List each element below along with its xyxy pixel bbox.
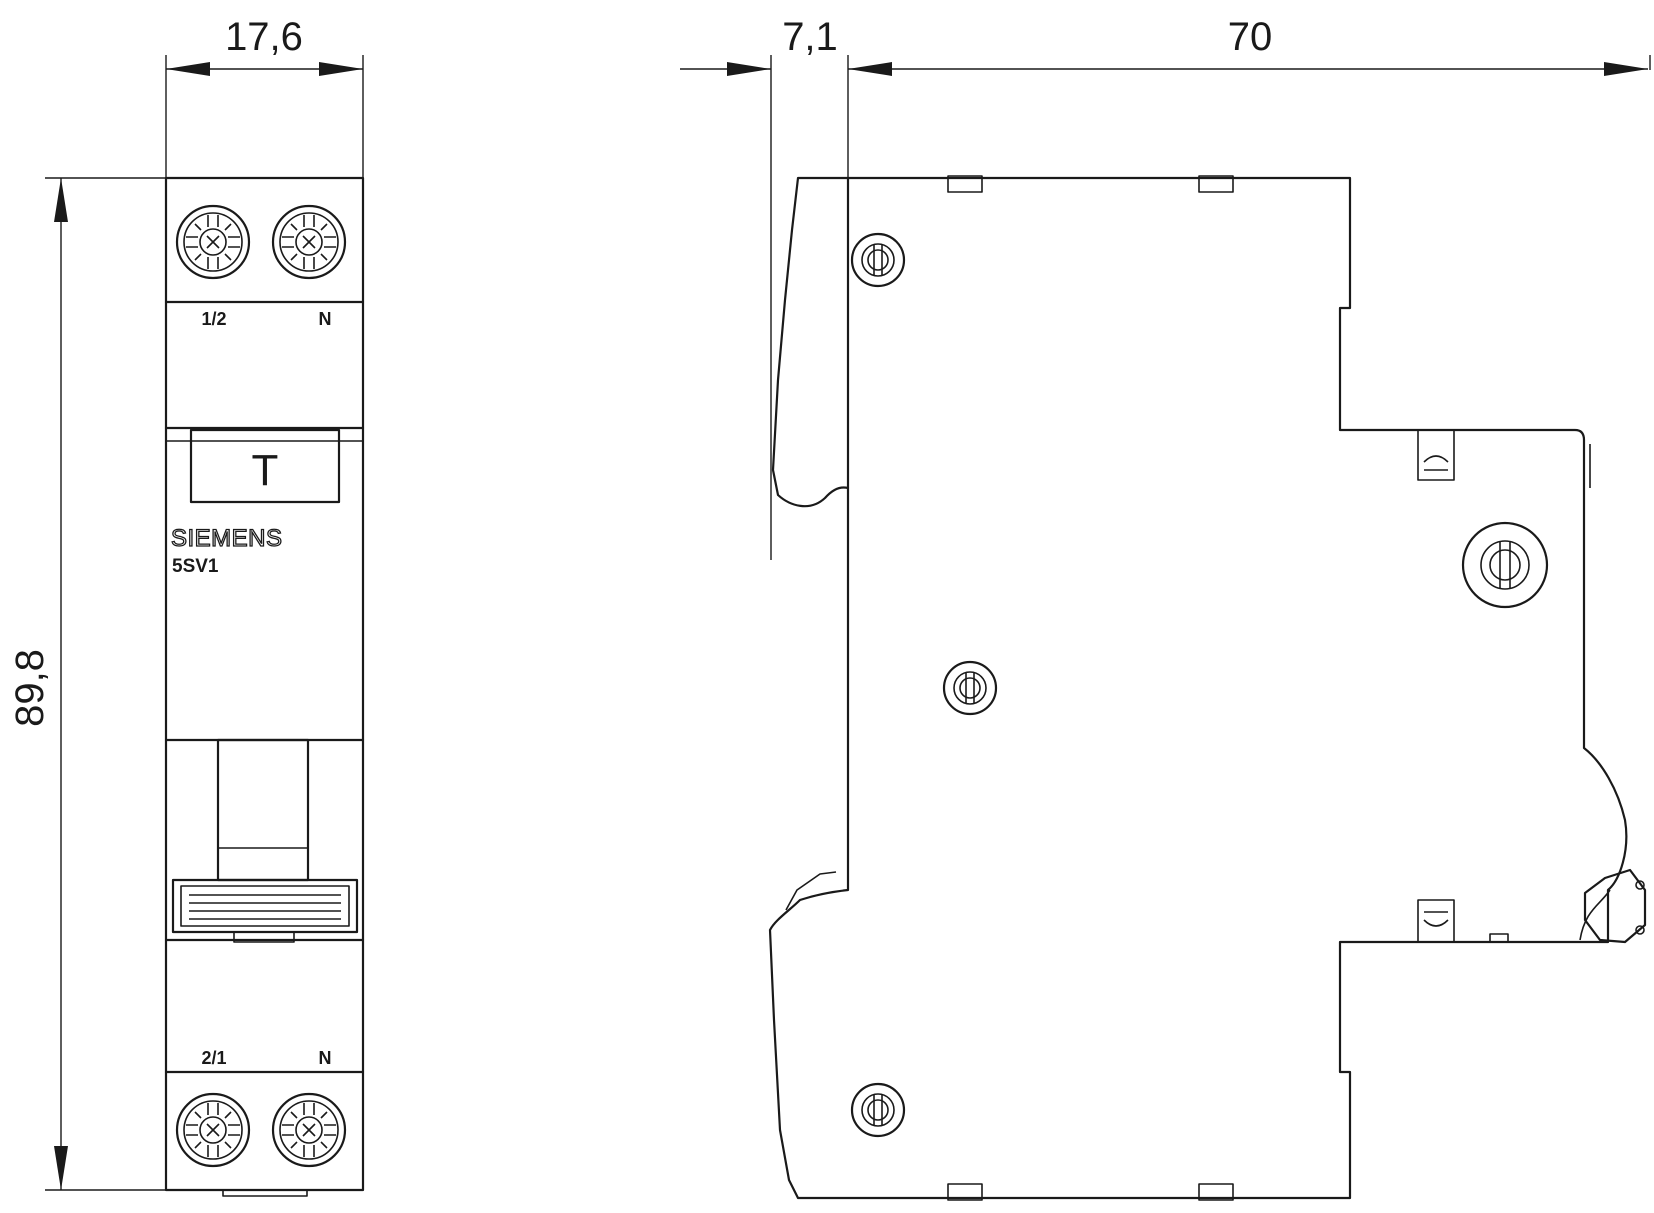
- dimension-label-width: 17,6: [225, 15, 303, 59]
- rivet-icon: [1461, 521, 1549, 609]
- latch-icon: [1417, 899, 1455, 943]
- terminal-label-bottom-2: N: [319, 1048, 332, 1068]
- rivet-icon: [850, 1082, 906, 1138]
- dimension-width-front: 17,6: [165, 15, 364, 178]
- end-knob-icon: [1583, 868, 1647, 944]
- latch-icon: [1417, 429, 1455, 481]
- terminal-label-top-2: N: [319, 309, 332, 329]
- terminal-label-bottom-1: 2/1: [201, 1048, 226, 1068]
- rivet-icon: [850, 232, 906, 288]
- front-housing: [164, 176, 365, 1192]
- terminal-screw-icon: [175, 204, 251, 280]
- dimension-label-depth: 70: [1228, 15, 1273, 59]
- model-label: 5SV1: [172, 556, 219, 577]
- dimension-label-height: 89,8: [8, 649, 52, 727]
- side-view: 7,1 70: [680, 15, 1651, 1201]
- dimension-height: 89,8: [8, 177, 166, 1191]
- test-button-label: T: [252, 446, 279, 495]
- terminal-screw-icon: [271, 204, 347, 280]
- terminal-screw-icon: [175, 1092, 251, 1168]
- brand-logo: SIEMENS: [171, 525, 283, 552]
- dimension-depth: 7,1 70: [680, 15, 1651, 560]
- terminal-label-top-1: 1/2: [201, 309, 226, 329]
- side-housing-outline: [768, 176, 1628, 1200]
- dimension-label-offset: 7,1: [782, 15, 838, 59]
- toggle-lever: [171, 738, 359, 943]
- terminal-screw-icon: [271, 1092, 347, 1168]
- front-view: 17,6 89,8 1/2 N T SIEMENS 5SV1: [8, 15, 365, 1197]
- rivet-icon: [942, 660, 998, 716]
- test-button: T: [189, 428, 341, 504]
